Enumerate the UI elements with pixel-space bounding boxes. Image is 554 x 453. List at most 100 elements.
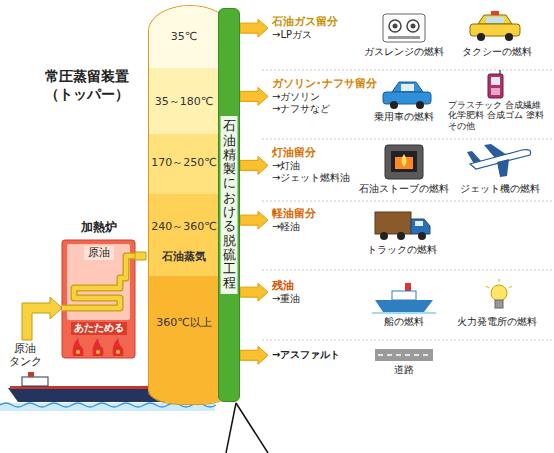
fraction-arrow [240, 283, 268, 301]
use-caption: プラスチック 合成繊維 化学肥料 合成ゴム 塗料 その他 [448, 100, 550, 131]
heater-drawing [62, 240, 135, 358]
use-caption: ガスレンジの燃料 [359, 47, 449, 58]
heater-note: あたためる [71, 322, 127, 335]
temperature: 360℃以上 [149, 316, 219, 330]
flame [73, 338, 84, 356]
taxi-window [486, 17, 504, 23]
bulb-glass [491, 285, 507, 301]
heating-coil [62, 256, 135, 308]
water-line [372, 312, 436, 314]
fraction-box: 残油→重油 [270, 278, 302, 306]
process-label: 石油精製における脱硫工程 [221, 116, 238, 294]
use-caption: 石油ストーブの燃料 [359, 184, 449, 195]
tank-label: 原油 タンク [2, 343, 48, 368]
road-icon [375, 349, 433, 361]
phone-screen [491, 77, 500, 85]
vapor-pipe [135, 252, 146, 260]
separator-lines [262, 70, 554, 340]
product-name: →ナフサなど [272, 103, 377, 116]
truck-cab [411, 219, 430, 234]
wheel [397, 232, 405, 240]
desulfurization-band: 石油精製における脱硫工程 [218, 8, 240, 402]
product-name: →軽油 [272, 221, 316, 234]
temperature: 35～180℃ [149, 95, 219, 109]
phone-body [488, 74, 503, 98]
gas-range-icon [383, 14, 425, 42]
fraction-arrow [240, 19, 268, 37]
vapor-label: 石油蒸気 [149, 250, 219, 264]
tower-label: 常圧蒸留装置 （トッパー） [33, 68, 141, 103]
use-caption: ジェット機の燃料 [455, 184, 545, 195]
use-caption: 道路 [359, 365, 449, 376]
stove-icon [385, 145, 423, 179]
burner [389, 20, 401, 32]
fraction-arrow [240, 87, 268, 105]
product-name: →アスファルト [272, 349, 340, 362]
fraction-box: ガソリン･ナフサ留分→ガソリン→ナフサなど [270, 76, 379, 117]
use-caption: 乗用車の燃料 [359, 112, 449, 123]
taxi-icon [470, 11, 520, 41]
ship-funnel [28, 372, 34, 377]
burner-center [411, 24, 416, 29]
product-name: →LPガス [272, 29, 338, 42]
car-icon [383, 82, 431, 109]
taxi-body [470, 24, 520, 36]
truck-window [415, 221, 423, 226]
temperature: 240～360℃ [149, 220, 219, 234]
fraction-name: 残油 [272, 279, 300, 293]
ship-funnel [405, 283, 411, 291]
separator-line [262, 340, 554, 341]
flame [93, 338, 104, 356]
fraction-arrow [240, 346, 268, 364]
burner [407, 20, 419, 32]
product-name: →灯油 [272, 160, 350, 173]
wheel [380, 232, 388, 240]
leader-lines [226, 403, 268, 453]
gas-range-body [383, 14, 425, 42]
leader-line [236, 403, 268, 453]
ship-icon [372, 283, 436, 313]
feed-arrow-shape [22, 297, 62, 340]
flame-core [116, 350, 120, 354]
ship-cabin [392, 291, 416, 300]
truck-cargo [375, 212, 411, 234]
wheel [390, 101, 398, 109]
temperature: 35℃ [149, 30, 219, 44]
stove-body [385, 145, 423, 179]
ray [486, 286, 489, 288]
product-name: →ジェット燃料油 [272, 172, 350, 185]
car-window [401, 84, 414, 91]
use-caption: トラックの燃料 [357, 245, 447, 256]
car-body [383, 92, 431, 104]
ray [499, 279, 500, 282]
heater-title: 加熱炉 [62, 220, 135, 235]
ship-cabin [22, 377, 48, 386]
leader-line [226, 403, 236, 453]
feed-arrow [22, 297, 62, 340]
jet-icon [467, 144, 531, 177]
flame [113, 338, 124, 356]
bulb-icon [486, 279, 512, 308]
fraction-box: →アスファルト [270, 348, 342, 363]
fraction-name: 軽油留分 [272, 207, 316, 221]
use-caption: 船の燃料 [359, 317, 449, 328]
separator-line [262, 70, 554, 71]
phone-icon [488, 70, 503, 98]
separator-line [262, 139, 554, 140]
road-marking [378, 354, 431, 356]
use-caption: タクシーの燃料 [452, 47, 542, 58]
wheel [505, 33, 513, 41]
burner-center [393, 24, 398, 29]
product-name: →重油 [272, 293, 300, 306]
separator-line [262, 201, 554, 202]
fraction-arrow [240, 156, 268, 174]
temperature: 170～250℃ [149, 156, 219, 170]
bulb-base [495, 300, 503, 308]
stove-window [391, 151, 417, 172]
heater-input: 原油 [84, 246, 114, 260]
fraction-arrow [240, 211, 268, 229]
wheel [416, 101, 424, 109]
knob-panel [388, 36, 420, 39]
